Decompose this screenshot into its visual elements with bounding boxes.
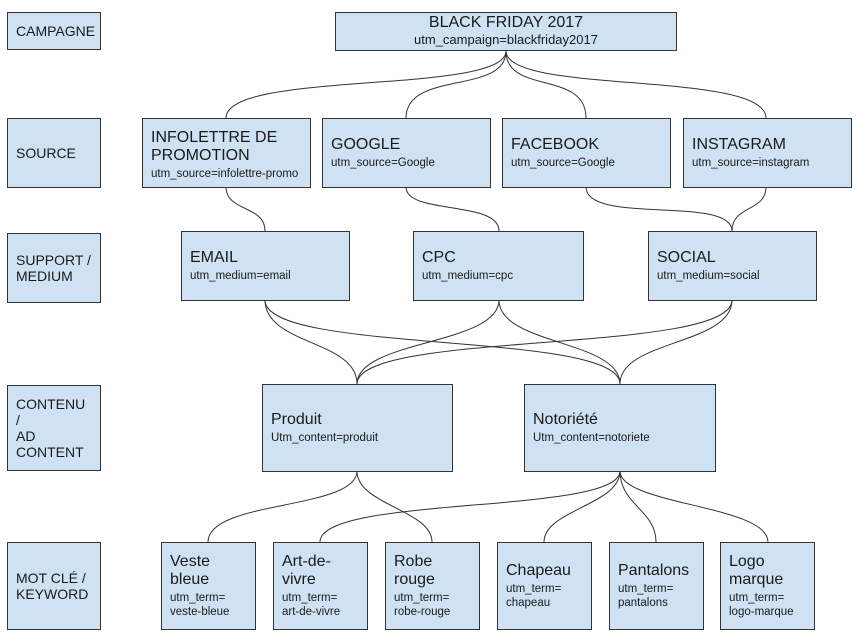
source-title: FACEBOOK [511,136,600,153]
keyword-title: Robe rouge [394,553,435,588]
keyword-title: Logo marque [729,553,784,588]
connector-google-cpc [405,186,500,232]
level-label-source: SOURCE [7,118,101,188]
content-node-notoriete: Notoriété Utm_content=notoriete [524,384,716,472]
medium-code: utm_medium=social [657,270,760,282]
medium-node-social: SOCIAL utm_medium=social [648,231,817,301]
keyword-node-veste-bleue: Veste bleue utm_term= veste-bleue [161,542,256,630]
source-node-infolettre: INFOLETTRE DE PROMOTION utm_source=infol… [142,118,311,188]
keyword-node-pantalons: Pantalons utm_term= pantalons [609,542,704,630]
keyword-code: utm_term= logo-marque [729,592,794,618]
content-code: Utm_content=produit [271,432,379,444]
connector-social-notoriete [619,299,733,385]
medium-node-email: EMAIL utm_medium=email [181,231,350,301]
source-code: utm_source=instagram [692,157,810,169]
content-code: Utm_content=notoriete [533,432,650,444]
connector-produit-robe [356,470,433,543]
keyword-code: utm_term= veste-bleue [170,592,230,618]
connector-facebook-social [585,186,733,232]
level-label-campagne: CAMPAGNE [7,12,101,50]
connectors [207,50,769,543]
source-title: INFOLETTRE DE PROMOTION [151,129,278,164]
keyword-title: Veste bleue [170,553,211,588]
connector-notoriete-pantalons [619,470,657,543]
keyword-code: utm_term= robe-rouge [394,592,451,618]
keyword-title: Chapeau [506,562,571,579]
connector-infolettre-email [225,186,266,232]
medium-title: EMAIL [190,249,239,266]
keyword-title: Art-de-vivre [282,553,331,588]
keyword-node-robe-rouge: Robe rouge utm_term= robe-rouge [385,542,480,630]
keyword-code: utm_term= chapeau [506,583,562,609]
campaign-code: utm_campaign=blackfriday2017 [414,32,598,47]
level-label-keyword-text: MOT CLÉ / KEYWORD [16,570,89,602]
source-node-google: GOOGLE utm_source=Google [322,118,491,188]
connector-campaign-facebook [505,50,587,119]
level-label-campagne-text: CAMPAGNE [16,23,96,39]
medium-code: utm_medium=email [190,270,291,282]
keyword-title: Pantalons [618,562,690,579]
content-node-produit: Produit Utm_content=produit [262,384,453,472]
connector-produit-veste [207,470,358,543]
connector-campaign-instagram [505,50,767,119]
source-title: INSTAGRAM [692,136,786,153]
level-label-content-text: CONTENU / AD CONTENT [16,396,86,460]
connector-cpc-produit [356,299,500,385]
source-node-facebook: FACEBOOK utm_source=Google [502,118,671,188]
medium-title: SOCIAL [657,249,716,266]
level-label-content: CONTENU / AD CONTENT [7,385,101,471]
medium-node-cpc: CPC utm_medium=cpc [413,231,584,301]
connector-cpc-notoriete [498,299,621,385]
keyword-code: utm_term= pantalons [618,583,674,609]
level-label-source-text: SOURCE [16,145,76,161]
source-code: utm_source=infolettre-promo [151,168,299,180]
source-node-instagram: INSTAGRAM utm_source=instagram [683,118,852,188]
content-title: Notoriété [533,411,598,428]
connector-campaign-google [405,50,507,119]
source-code: utm_source=Google [511,157,615,169]
connector-campaign-infolettre [225,50,507,119]
level-label-keyword: MOT CLÉ / KEYWORD [7,542,101,630]
medium-code: utm_medium=cpc [422,270,514,282]
connector-notoriete-chapeau [543,470,621,543]
level-label-medium-text: SUPPORT / MEDIUM [16,252,91,284]
source-title: GOOGLE [331,136,401,153]
campaign-title: BLACK FRIDAY 2017 [428,14,584,31]
keyword-node-logo-marque: Logo marque utm_term= logo-marque [720,542,815,630]
keyword-node-chapeau: Chapeau utm_term= chapeau [497,542,592,630]
source-code: utm_source=Google [331,157,435,169]
keyword-code: utm_term= art-de-vivre [282,592,341,618]
connector-email-notoriete [264,299,621,385]
connector-notoriete-logo [619,470,769,543]
campaign-node: BLACK FRIDAY 2017 utm_campaign=blackfrid… [335,12,677,51]
keyword-node-art-de-vivre: Art-de-vivre utm_term= art-de-vivre [273,542,368,630]
connector-social-produit [356,299,733,385]
medium-title: CPC [422,249,456,266]
connector-instagram-social [731,186,767,232]
connector-notoriete-art [319,470,621,543]
level-label-medium: SUPPORT / MEDIUM [7,233,101,303]
content-title: Produit [271,411,322,428]
connector-email-produit [264,299,358,385]
